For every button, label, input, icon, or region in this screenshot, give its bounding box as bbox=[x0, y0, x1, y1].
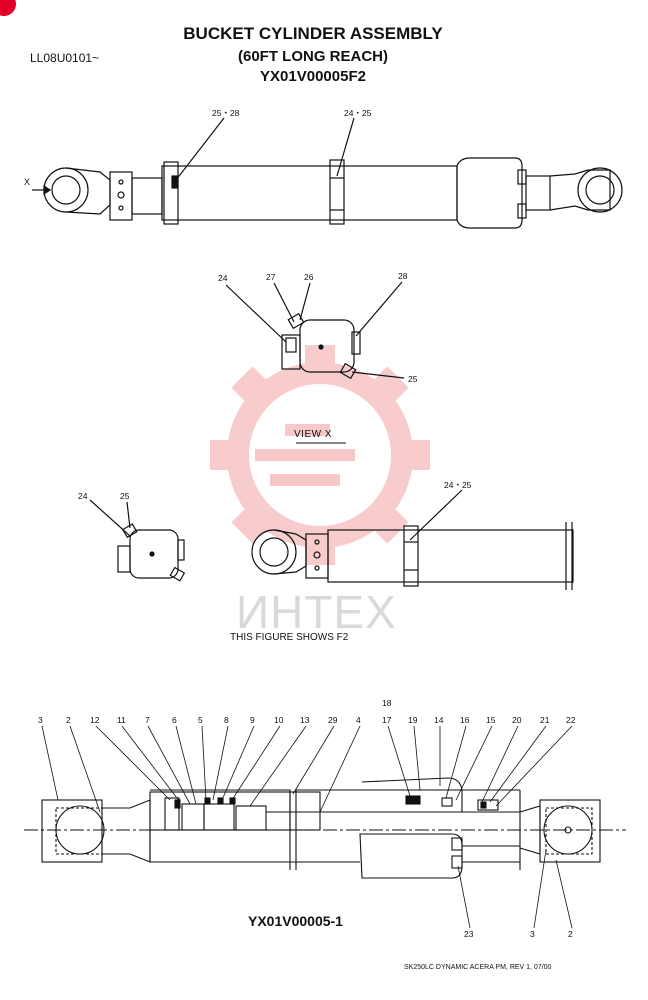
callout-label: 11 bbox=[117, 715, 126, 725]
watermark-arrows bbox=[255, 424, 355, 486]
callout-label: 27 bbox=[266, 272, 276, 282]
callout-label: 14 bbox=[434, 715, 444, 725]
callout-label: 12 bbox=[90, 715, 100, 725]
watermark-text: ИНТЕХ bbox=[236, 586, 397, 638]
x-marker: X bbox=[24, 177, 31, 187]
figure-note: THIS FIGURE SHOWS F2 bbox=[230, 632, 349, 643]
callout-label: 3 bbox=[530, 929, 535, 939]
callout-label: 6 bbox=[172, 715, 177, 725]
callout-label: 2 bbox=[66, 715, 71, 725]
callout-label: 8 bbox=[224, 715, 229, 725]
callout-label: 7 bbox=[145, 715, 150, 725]
callout-label: 24・25 bbox=[344, 108, 372, 118]
callout-label: 9 bbox=[250, 715, 255, 725]
callout-label: 20 bbox=[512, 715, 522, 725]
callout-label: 29 bbox=[328, 715, 338, 725]
callout-label: 2 bbox=[568, 929, 573, 939]
callout-label: 16 bbox=[460, 715, 470, 725]
callout-label: 4 bbox=[356, 715, 361, 725]
section-title: YX01V00005-1 bbox=[248, 913, 343, 929]
f2-cylinder-partial bbox=[251, 489, 574, 590]
view-x-detail bbox=[225, 281, 405, 444]
callout-label: 24 bbox=[78, 491, 88, 501]
serial-code: LL08U0101~ bbox=[30, 51, 100, 65]
callout-label: 3 bbox=[38, 715, 43, 725]
callout-label: 5 bbox=[198, 715, 203, 725]
corner-badge bbox=[0, 0, 16, 16]
part-number: YX01V00005F2 bbox=[260, 68, 366, 85]
callout-label: 19 bbox=[408, 715, 418, 725]
callout-label: 17 bbox=[382, 715, 392, 725]
page-title: BUCKET CYLINDER ASSEMBLY bbox=[183, 24, 443, 43]
callout-label: 10 bbox=[274, 715, 284, 725]
callout-label: 25 bbox=[120, 491, 130, 501]
footer-text: SK250LC DYNAMIC ACERA PM, REV 1, 07/00 bbox=[404, 964, 552, 971]
view-x-label: VIEW X bbox=[294, 429, 333, 440]
top-cylinder-view bbox=[32, 117, 623, 229]
callout-label: 28 bbox=[398, 271, 408, 281]
callout-label: 13 bbox=[300, 715, 310, 725]
f2-small-detail bbox=[89, 499, 186, 582]
callout-label: 23 bbox=[464, 929, 474, 939]
section-view bbox=[24, 725, 626, 929]
callout-label: 21 bbox=[540, 715, 550, 725]
callout-label: 25・28 bbox=[212, 108, 240, 118]
callout-label: 18 bbox=[382, 698, 392, 708]
callout-label: 22 bbox=[566, 715, 576, 725]
watermark-gear-icon bbox=[210, 345, 430, 565]
page-subtitle: (60FT LONG REACH) bbox=[238, 48, 388, 65]
callout-label: 25 bbox=[408, 374, 418, 384]
callout-label: 15 bbox=[486, 715, 496, 725]
callout-label: 24 bbox=[218, 273, 228, 283]
callout-label: 24・25 bbox=[444, 480, 472, 490]
callout-label: 26 bbox=[304, 272, 314, 282]
